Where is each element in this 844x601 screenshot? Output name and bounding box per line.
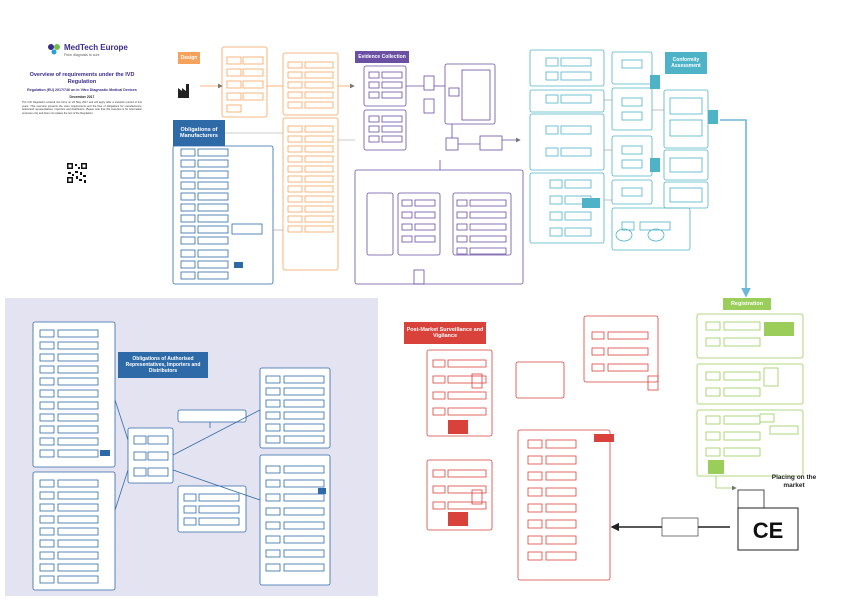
intro-subtitle: Regulation (EU) 2017/746 on In Vitro Dia…	[27, 88, 137, 92]
pms-section	[404, 315, 659, 581]
placing-section: CE	[610, 489, 799, 551]
brand-name: MedTech Europe	[64, 43, 128, 52]
design-label: Design	[180, 55, 198, 61]
design-section	[178, 46, 355, 271]
evidence-label: Evidence Collection	[358, 54, 406, 60]
pms-label: Post-Market Surveillance and Vigilance	[406, 326, 484, 340]
qr-code-icon[interactable]	[66, 162, 88, 184]
conformity-section	[529, 49, 751, 298]
manufacturers-section	[172, 120, 274, 285]
intro-date: December 2017	[69, 95, 95, 99]
ar-section	[5, 298, 378, 596]
registration-section	[696, 298, 804, 491]
factory-icon	[178, 84, 189, 98]
conformity-label: Conformity Assessment	[671, 57, 701, 69]
ar-label: Obligations of Authorised Representative…	[125, 356, 201, 374]
intro-title: Overview of requirements under the IVD R…	[29, 72, 135, 85]
registration-label: Registration	[730, 301, 764, 307]
placing-label: Placing on the market	[771, 474, 817, 489]
manufacturers-label: Obligations of Manufacturers	[180, 126, 218, 140]
intro-body: The IVD Regulation entered into force on…	[22, 101, 142, 115]
brand-logo-icon	[47, 43, 61, 55]
svg-text:CE: CE	[753, 518, 784, 543]
evidence-section	[354, 51, 524, 285]
brand-tagline: From diagnosis to cure	[64, 53, 100, 57]
